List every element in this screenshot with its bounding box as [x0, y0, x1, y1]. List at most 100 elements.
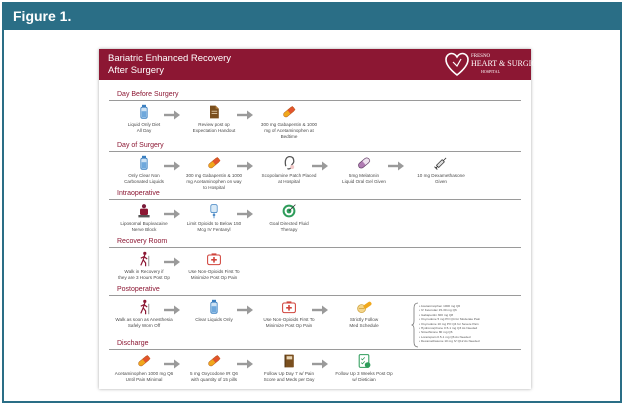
notebook-icon [284, 354, 294, 368]
poster-header: Bariatric Enhanced Recovery After Surger… [99, 49, 547, 80]
step-caption-line: 10 mg Dexamethasone [417, 173, 465, 178]
water-bottle-icon [140, 104, 148, 119]
medication-item: • Oxycodone 5 mg PO Q4 for Moderate Pain [419, 317, 481, 322]
poster-title-line1: Bariatric Enhanced Recovery [108, 53, 232, 64]
arrow-right-icon [164, 161, 180, 171]
step-caption-line: Follow Up 3 Weeks Post Op [335, 371, 393, 376]
section-title: Recovery Room [117, 238, 168, 245]
ear-patch-icon [284, 155, 295, 170]
arrow-right-icon [164, 359, 180, 369]
medication-item: • Lorazepam 0.5-1 mg Q6 As Needed [419, 334, 471, 339]
step-caption-line: Liquid Only Diet [127, 122, 161, 127]
figure-label: Figure 1. [13, 8, 72, 24]
step-caption-line: Score and Meds per Day [263, 376, 315, 382]
step-caption: Clear Liquids Only [179, 317, 249, 323]
medication-item: • Simethicone 80 mg Q6 [419, 330, 453, 335]
document-icon [210, 105, 219, 119]
section-divider [109, 151, 521, 152]
section-title: Day of Surgery [117, 142, 164, 149]
syringe-icon [434, 157, 447, 170]
step-caption-line: Goal Directed Fluid [269, 221, 309, 226]
step-caption-line: Therapy [280, 226, 298, 232]
arrow-right-icon [164, 305, 180, 315]
arrow-right-icon [311, 161, 328, 171]
logo-text-line2: HEART & SURGICAL [471, 59, 548, 68]
arrow-right-icon [311, 305, 328, 315]
poster-title: Bariatric Enhanced Recovery After Surger… [108, 53, 231, 76]
section-divider [109, 295, 521, 296]
iv-bag-icon [210, 204, 218, 219]
step-caption-line: at Hospital [278, 178, 300, 184]
step-caption-line: Bedtime [280, 133, 298, 139]
step-caption-line: Clear Liquids Only [195, 317, 233, 322]
medication-item: • Dexamethasone 10 mg IV Q12 As Needed [419, 339, 480, 344]
step-caption-line: they are 3 Hours Post Op [118, 274, 170, 280]
walking-icon [140, 251, 150, 267]
section-divider [109, 247, 521, 248]
step-caption-line: All Day [136, 127, 152, 133]
step-caption-line: Safely Worn Off [127, 322, 161, 328]
step-caption-line: Only Clear Non [128, 173, 160, 178]
patient-icon [138, 204, 150, 218]
step-caption-line: Review post op [198, 122, 230, 127]
step-caption-line: Until Pain Minimal [125, 376, 163, 382]
pills-icon [357, 301, 372, 313]
arrow-right-icon [236, 359, 253, 369]
step-caption-line: 5mg Melatonin [348, 173, 380, 178]
medication-item: • Gabapentin 300 mg Q8 [419, 312, 454, 317]
medication-item: • IV Ketorolac 15-30 mg Q6 [419, 308, 457, 313]
logo-text-line1: FRESNO [471, 54, 491, 59]
step-caption-line: Expectation Handout [192, 127, 236, 133]
step-caption-line: Carbonated Liquids [124, 178, 164, 184]
arrow-right-icon [164, 110, 180, 120]
arrow-right-icon [236, 161, 253, 171]
pill-icon [138, 355, 151, 367]
section-title: Intraoperative [117, 190, 160, 197]
step-caption-line: Med Schedule [349, 322, 379, 328]
step-caption-line: Walk in Recovery if [124, 269, 164, 274]
step-caption-line: 5 mg Oxycodone IR Q6 [189, 371, 238, 376]
walking-icon [140, 299, 150, 315]
step-caption-line: Use Non-Opioids First To [188, 269, 240, 274]
section-divider [109, 349, 521, 350]
step-caption-line: Follow Up Day 7 w/ Pain [263, 371, 315, 376]
water-bottle-icon [140, 155, 148, 170]
logo-text-line3: HOSPITAL [481, 69, 501, 74]
target-icon [282, 204, 296, 218]
step-caption-line: Scopolamine Patch Placed [261, 173, 317, 178]
pill-icon [208, 157, 221, 169]
brace-icon [411, 302, 419, 348]
poster-title-line2: After Surgery [108, 64, 164, 76]
step-caption-line: w/ Dietician [352, 376, 376, 382]
